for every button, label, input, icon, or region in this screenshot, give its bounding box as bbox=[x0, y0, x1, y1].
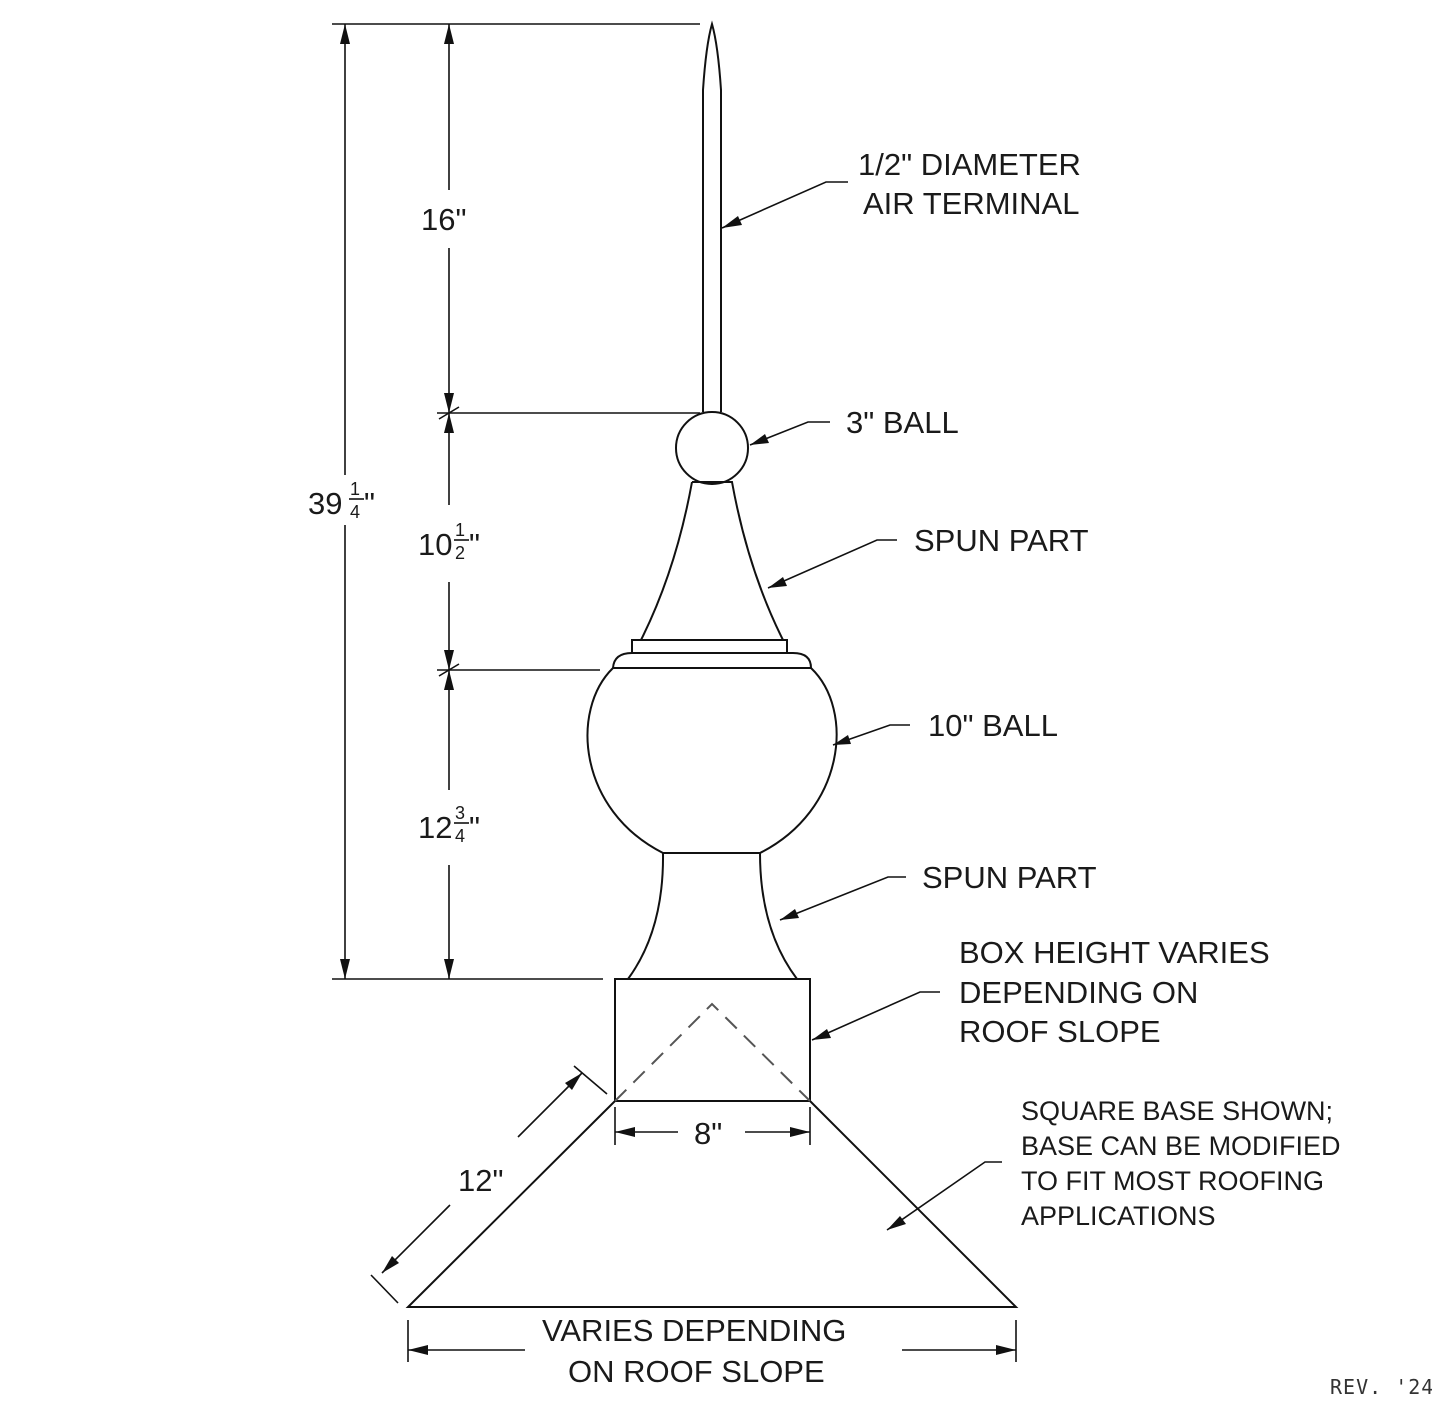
small-ball bbox=[675, 411, 749, 485]
dim-ball-lower-whole: 12 bbox=[418, 810, 452, 845]
callout-small-ball: 3" BALL bbox=[846, 405, 959, 440]
dim-spun-upper-unit: " bbox=[469, 527, 480, 562]
callout-spun-lower: SPUN PART bbox=[922, 860, 1097, 895]
large-ball bbox=[586, 667, 838, 854]
leaders bbox=[721, 181, 1002, 1231]
callout-air-terminal-1: 1/2" DIAMETER bbox=[858, 147, 1081, 182]
dim-spun-upper-num: 1 bbox=[455, 520, 465, 540]
air-terminal-rod bbox=[702, 20, 722, 412]
callout-base-3: TO FIT MOST ROOFING bbox=[1021, 1166, 1324, 1196]
dim-total-num: 1 bbox=[350, 479, 360, 499]
callout-spun-upper: SPUN PART bbox=[914, 523, 1089, 558]
callout-base-1: SQUARE BASE SHOWN; bbox=[1021, 1096, 1333, 1126]
hidden-ridge bbox=[614, 1002, 811, 1102]
base-flashing bbox=[405, 1100, 1019, 1308]
callout-box-1: BOX HEIGHT VARIES bbox=[959, 935, 1270, 970]
dim-total-whole: 39 bbox=[308, 486, 342, 521]
lower-spun-part bbox=[627, 852, 798, 980]
dim-spun-upper-den: 2 bbox=[455, 543, 465, 563]
finial-outline bbox=[405, 20, 1019, 1308]
callout-box-3: ROOF SLOPE bbox=[959, 1014, 1161, 1049]
dim-ball-lower-unit: " bbox=[469, 810, 480, 845]
dim-spun-upper-whole: 10 bbox=[418, 527, 452, 562]
callout-base-2: BASE CAN BE MODIFIED bbox=[1021, 1131, 1341, 1161]
dim-total-label: 39 bbox=[308, 486, 342, 521]
collar bbox=[612, 652, 812, 669]
callout-large-ball: 10" BALL bbox=[928, 708, 1058, 743]
dimension-lines bbox=[332, 23, 1017, 1362]
dim-ball-lower-den: 4 bbox=[455, 826, 465, 846]
box bbox=[614, 978, 811, 1102]
dim-total-unit: " bbox=[364, 486, 375, 521]
dim-terminal-label: 16" bbox=[421, 202, 467, 237]
dim-base-width-line1: VARIES DEPENDING bbox=[542, 1313, 846, 1348]
upper-spun-part bbox=[640, 481, 784, 641]
dim-slope-length: 12" bbox=[458, 1163, 504, 1198]
dim-ball-lower-num: 3 bbox=[455, 803, 465, 823]
callout-box-2: DEPENDING ON bbox=[959, 975, 1198, 1010]
dim-base-width-line2: ON ROOF SLOPE bbox=[568, 1354, 825, 1389]
callout-base-4: APPLICATIONS bbox=[1021, 1201, 1216, 1231]
dim-total-den: 4 bbox=[350, 502, 360, 522]
callout-air-terminal-2: AIR TERMINAL bbox=[863, 186, 1079, 221]
dim-box-width: 8" bbox=[694, 1116, 722, 1151]
upper-spun-rim bbox=[631, 639, 788, 654]
revision-label: REV. '24 bbox=[1330, 1375, 1432, 1399]
